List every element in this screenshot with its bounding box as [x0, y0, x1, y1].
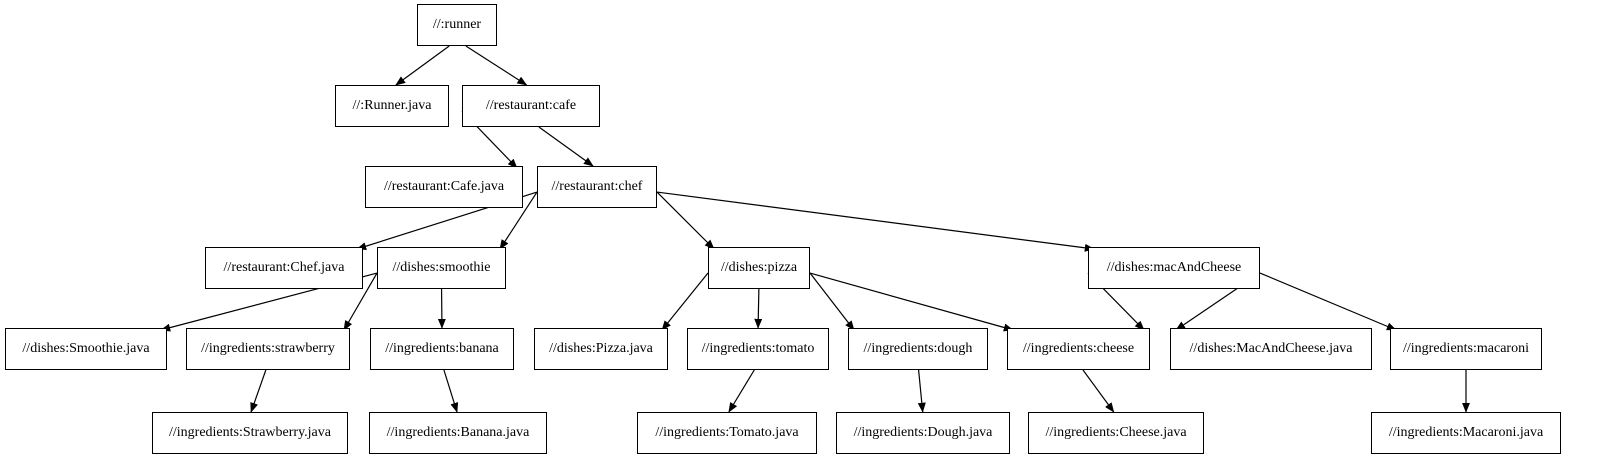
graph-node-label: //ingredients:Dough.java: [853, 425, 993, 440]
graph-node-runner_java[interactable]: //:Runner.java: [335, 85, 449, 127]
graph-node-ing_tomato[interactable]: //ingredients:tomato: [687, 328, 829, 370]
graph-node-label: //ingredients:banana: [385, 341, 499, 356]
graph-node-ing_dough[interactable]: //ingredients:dough: [848, 328, 988, 370]
graph-node-label: //dishes:pizza: [720, 260, 798, 275]
graph-node-label: //:Runner.java: [352, 98, 432, 113]
graph-node-runner[interactable]: //:runner: [417, 4, 497, 46]
graph-node-label: //ingredients:cheese: [1022, 341, 1135, 356]
graph-node-label: //dishes:MacAndCheese.java: [1189, 341, 1353, 356]
graph-node-dishes_mac[interactable]: //dishes:macAndCheese: [1088, 247, 1260, 289]
graph-node-label: //ingredients:Tomato.java: [655, 425, 799, 440]
graph-node-banana_java[interactable]: //ingredients:Banana.java: [369, 412, 547, 454]
graph-node-label: //dishes:Smoothie.java: [22, 341, 150, 356]
graph-node-label: //ingredients:Strawberry.java: [169, 425, 331, 440]
graph-node-cheese_java[interactable]: //ingredients:Cheese.java: [1028, 412, 1204, 454]
graph-node-label: //restaurant:cafe: [485, 98, 577, 113]
graph-node-smoothie_java[interactable]: //dishes:Smoothie.java: [5, 328, 167, 370]
graph-node-chef_java[interactable]: //restaurant:Chef.java: [205, 247, 363, 289]
graph-node-pizza_java[interactable]: //dishes:Pizza.java: [534, 328, 668, 370]
graph-node-label: //ingredients:dough: [863, 341, 973, 356]
graph-node-label: //ingredients:Cheese.java: [1045, 425, 1187, 440]
graph-node-cafe_java[interactable]: //restaurant:Cafe.java: [365, 166, 523, 208]
graph-node-label: //dishes:macAndCheese: [1106, 260, 1242, 275]
graph-node-mac_java[interactable]: //dishes:MacAndCheese.java: [1170, 328, 1372, 370]
graph-node-label: //restaurant:chef: [551, 179, 643, 194]
graph-node-dough_java[interactable]: //ingredients:Dough.java: [836, 412, 1010, 454]
graph-node-label: //ingredients:Macaroni.java: [1388, 425, 1544, 440]
graph-node-ing_macaroni[interactable]: //ingredients:macaroni: [1390, 328, 1542, 370]
graph-node-label: //dishes:smoothie: [392, 260, 491, 275]
graph-node-ing_cheese[interactable]: //ingredients:cheese: [1007, 328, 1150, 370]
graph-node-label: //dishes:Pizza.java: [549, 341, 653, 356]
graph-node-ing_strawberry[interactable]: //ingredients:strawberry: [186, 328, 350, 370]
graph-node-label: //:runner: [432, 17, 482, 32]
graph-node-dishes_pizza[interactable]: //dishes:pizza: [708, 247, 810, 289]
graph-node-label: //ingredients:strawberry: [201, 341, 335, 356]
graph-node-ing_banana[interactable]: //ingredients:banana: [370, 328, 514, 370]
graph-node-macaroni_java[interactable]: //ingredients:Macaroni.java: [1371, 412, 1561, 454]
graph-node-label: //ingredients:tomato: [701, 341, 815, 356]
graph-node-tomato_java[interactable]: //ingredients:Tomato.java: [637, 412, 817, 454]
graph-node-label: //ingredients:Banana.java: [386, 425, 530, 440]
graph-node-label: //restaurant:Chef.java: [223, 260, 345, 275]
graph-node-dishes_smoothie[interactable]: //dishes:smoothie: [377, 247, 506, 289]
graph-node-label: //restaurant:Cafe.java: [383, 179, 505, 194]
graph-node-label: //ingredients:macaroni: [1403, 341, 1529, 356]
graph-node-restaurant_cafe[interactable]: //restaurant:cafe: [462, 85, 600, 127]
graph-node-strawberry_java[interactable]: //ingredients:Strawberry.java: [152, 412, 348, 454]
graph-node-restaurant_chef[interactable]: //restaurant:chef: [537, 166, 657, 208]
